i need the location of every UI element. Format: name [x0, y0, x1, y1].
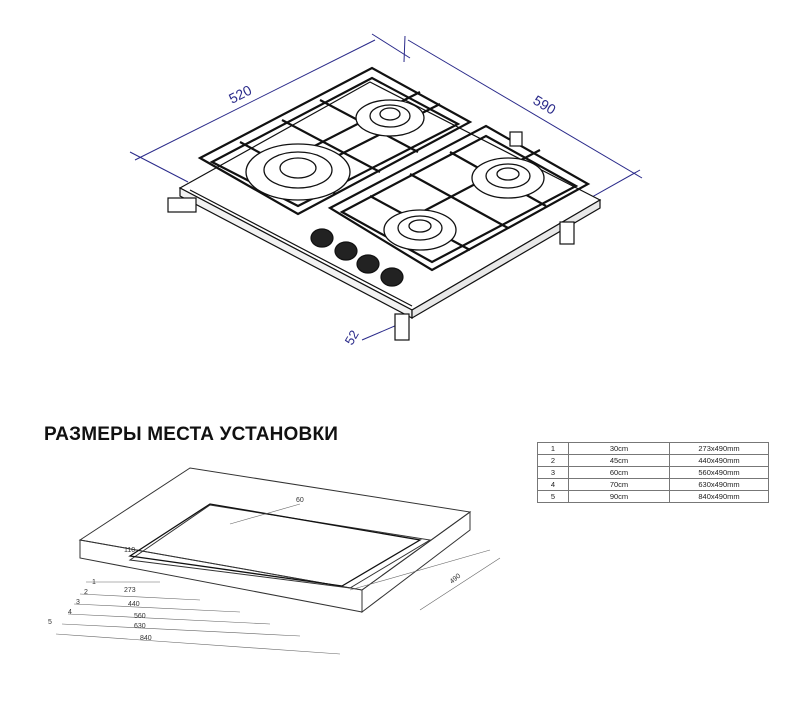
- cut-widths: 273 440 560 630 840: [124, 587, 152, 642]
- left-burners: [245, 99, 425, 201]
- knob-2: [334, 241, 358, 261]
- hob-height-dimension: 52: [342, 327, 362, 347]
- row-number: 1: [92, 579, 96, 586]
- hob-drawing: 590 520 52: [129, 33, 643, 348]
- dimension-guides: [55, 503, 501, 655]
- row-number: 4: [68, 609, 72, 616]
- table-cell-num: 1: [537, 442, 569, 455]
- table-cell-size: 30cm: [568, 442, 670, 455]
- cutout: [128, 503, 422, 587]
- cut-width-label: 560: [134, 613, 146, 620]
- hob-width-dimension: 590: [530, 92, 558, 118]
- row-numbers: 1 2 3 4 5: [48, 579, 96, 626]
- cut-width-label: 630: [134, 623, 146, 630]
- hob-body: [178, 81, 602, 320]
- niche-side-offset-dimension: 110: [124, 547, 135, 554]
- installation-niche-drawing: 490 60 110 1 2 3 4 5 273 440 560 630 840: [48, 467, 501, 655]
- cut-width-label: 273: [124, 587, 136, 594]
- countertop: [78, 467, 472, 614]
- hob-fittings: [167, 131, 575, 341]
- row-number: 5: [48, 619, 52, 626]
- cut-width-label: 840: [140, 635, 152, 642]
- dimension-lines: [129, 33, 643, 341]
- cut-width-label: 440: [128, 601, 140, 608]
- row-number: 3: [76, 599, 80, 606]
- row-number: 2: [84, 589, 88, 596]
- install-section-title: РАЗМЕРЫ МЕСТА УСТАНОВКИ: [44, 424, 339, 445]
- knob-1: [310, 228, 334, 248]
- knob-3: [356, 254, 380, 274]
- niche-front-offset-dimension: 60: [296, 497, 304, 504]
- knob-4: [380, 267, 404, 287]
- table-cell-cutout: 273x490mm: [669, 442, 769, 455]
- control-knobs: [310, 228, 404, 287]
- table-cell-cutout: 840x490mm: [669, 490, 769, 503]
- right-burners: [383, 157, 545, 251]
